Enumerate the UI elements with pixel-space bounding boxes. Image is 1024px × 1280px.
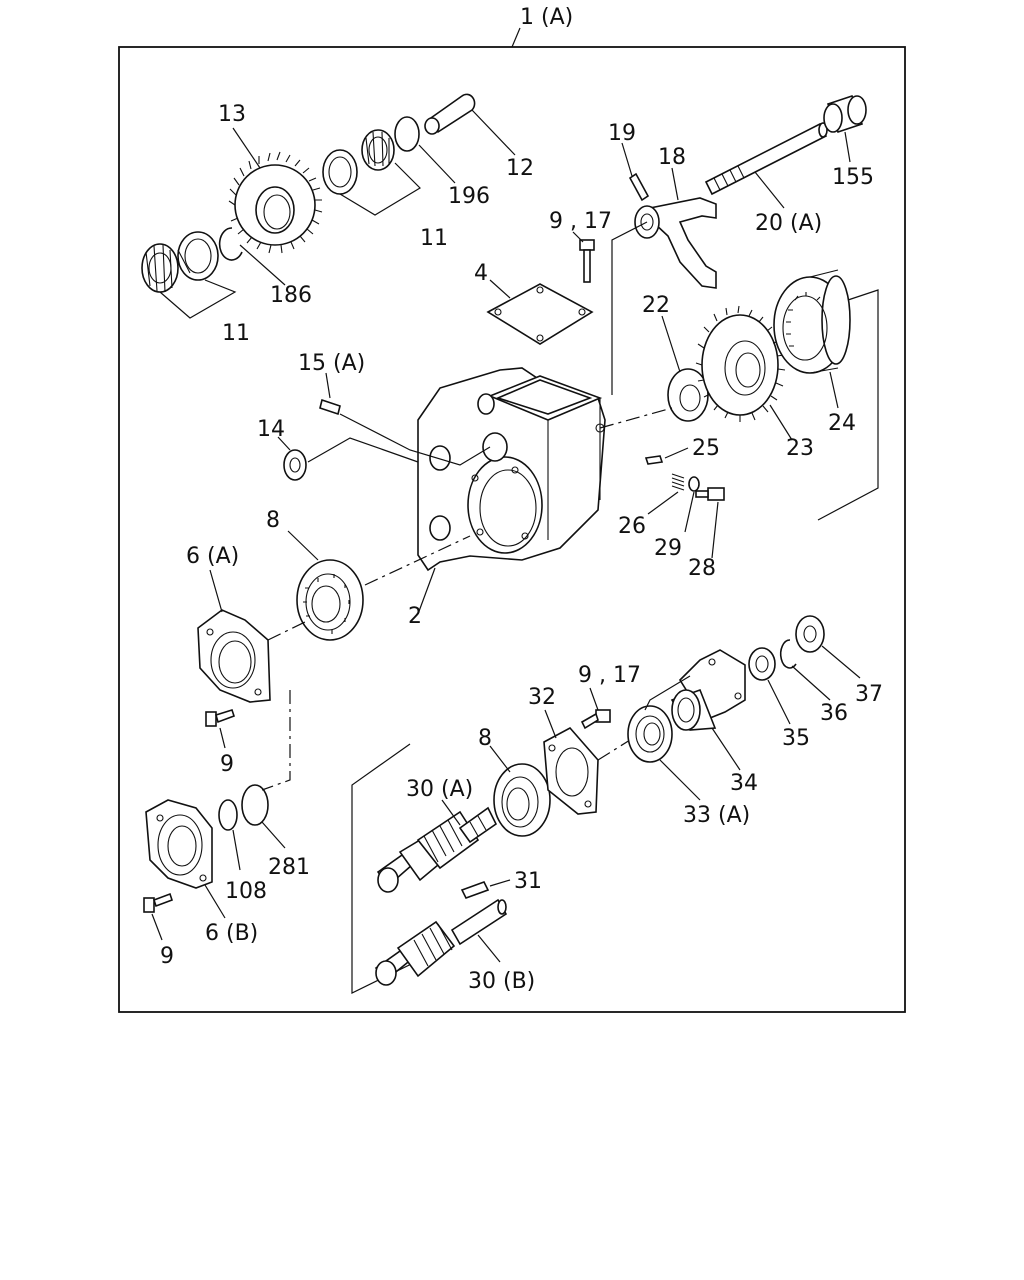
bearing-11-left	[141, 243, 179, 293]
callout-37: 37	[855, 682, 883, 707]
callout-12: 12	[506, 156, 534, 181]
callout-25: 25	[692, 436, 720, 461]
shift-fork-18	[634, 197, 717, 289]
shim-196	[394, 116, 420, 152]
callout-22: 22	[642, 293, 670, 318]
callout-155: 155	[832, 165, 874, 190]
bearing-race-11-right	[322, 149, 358, 195]
callout-30b: 30 (B)	[468, 969, 535, 994]
shaft-30a	[376, 806, 498, 893]
nut-37	[795, 615, 825, 653]
callout-32: 32	[528, 685, 556, 710]
bushing-155	[823, 94, 867, 134]
bolt-9-left	[205, 709, 236, 727]
shaft-30b	[374, 898, 508, 986]
callout-8: 8	[478, 726, 492, 751]
seal-281	[241, 784, 269, 826]
washer-35	[748, 647, 776, 681]
retainer-32	[543, 726, 599, 815]
callout-108: 108	[225, 879, 267, 904]
callout-15a: 15 (A)	[298, 351, 365, 376]
callout-6b: 6 (B)	[205, 921, 258, 946]
gear-23	[695, 305, 786, 422]
callout-11: 11	[222, 321, 250, 346]
flange-6a	[197, 609, 271, 703]
snap-ring-108	[218, 799, 238, 831]
seal-14	[283, 449, 307, 481]
callout-2: 2	[408, 604, 422, 629]
pin-19	[628, 172, 650, 202]
callout-196: 196	[448, 184, 490, 209]
housing-2	[417, 367, 606, 572]
ball-bearing-8-bottom	[493, 763, 551, 837]
callout-26: 26	[618, 514, 646, 539]
thrust-washer-22	[667, 368, 709, 422]
callout-9-17: 9 , 17	[578, 663, 641, 688]
washer-29	[688, 476, 700, 492]
spring-washer-36	[779, 639, 797, 669]
callout-9: 9	[160, 944, 174, 969]
snap-ring-186	[218, 227, 243, 261]
callout-34: 34	[730, 771, 758, 796]
callout-13: 13	[218, 102, 246, 127]
callout-28: 28	[688, 556, 716, 581]
callout-14: 14	[257, 417, 285, 442]
oil-seal-33a	[627, 705, 673, 763]
callout-19: 19	[608, 121, 636, 146]
spring-26	[671, 473, 685, 491]
sleeve-24	[773, 269, 851, 374]
callout-186: 186	[270, 283, 312, 308]
gear-13	[228, 151, 323, 254]
pin-12	[424, 93, 476, 135]
bearing-race-11	[177, 231, 219, 281]
callout-35: 35	[782, 726, 810, 751]
bolt-28	[695, 487, 725, 501]
callout-18: 18	[658, 145, 686, 170]
callout-23: 23	[786, 436, 814, 461]
flange-yoke-34	[670, 649, 746, 731]
callout-4: 4	[474, 261, 488, 286]
callout-36: 36	[820, 701, 848, 726]
callout-33a: 33 (A)	[683, 803, 750, 828]
callout-30a: 30 (A)	[406, 777, 473, 802]
callout-281: 281	[268, 855, 310, 880]
callout-24: 24	[828, 411, 856, 436]
bearing-11-right	[361, 129, 395, 171]
key-31	[460, 881, 490, 899]
callout-20a: 20 (A)	[755, 211, 822, 236]
callout-6a: 6 (A)	[186, 544, 239, 569]
callout-11: 11	[420, 226, 448, 251]
bolt-9-17-top	[579, 239, 595, 283]
pin-25	[644, 455, 664, 465]
shift-shaft-20a	[704, 122, 828, 196]
bolt-9-lower	[143, 892, 174, 913]
callout-31: 31	[514, 869, 542, 894]
callout-8: 8	[266, 508, 280, 533]
ball-bearing-8-top	[296, 559, 364, 641]
plug-15a	[319, 398, 341, 416]
assembly-label: 1 (A)	[520, 5, 573, 30]
callout-9: 9	[220, 752, 234, 777]
bolt-9-17-bottom	[580, 709, 611, 730]
callout-29: 29	[654, 536, 682, 561]
flange-6b	[145, 799, 213, 889]
callout-9-17: 9 , 17	[549, 209, 612, 234]
cover-plate-4	[486, 283, 594, 345]
